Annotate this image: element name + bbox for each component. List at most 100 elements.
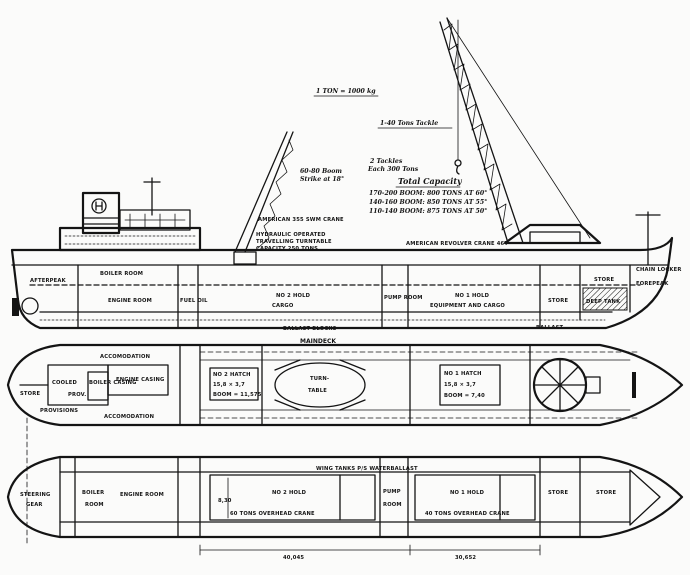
engine-room-label: ENGINE ROOM bbox=[108, 298, 152, 304]
turntable-arms bbox=[274, 359, 366, 411]
provisions-label: PROVISIONS bbox=[40, 408, 78, 414]
pump-sub-label: ROOM bbox=[383, 502, 402, 508]
large-crane-turntable bbox=[529, 231, 581, 244]
large-crane: AMERICAN REVOLVER CRANE 46T bbox=[406, 17, 602, 247]
hold-engine-room-label: ENGINE ROOM bbox=[120, 492, 164, 498]
hold2-label: NO 2 HOLD bbox=[276, 293, 311, 299]
maindeck-bow-marker bbox=[632, 372, 636, 398]
boiler-casing-box bbox=[87, 371, 109, 401]
maindeck-stores-label: STORE bbox=[20, 391, 40, 397]
small-crane-jib-a bbox=[244, 131, 294, 253]
steering-label-2: GEAR bbox=[26, 502, 43, 508]
length-hold2-label: 40,045 bbox=[283, 555, 304, 561]
profile-view: AMERICAN REVOLVER CRANE 46T AMERICAN 355… bbox=[10, 17, 682, 332]
funnel bbox=[81, 191, 121, 235]
hold-store-label: STORE bbox=[548, 490, 568, 496]
small-crane-jib-b bbox=[234, 131, 288, 253]
wing-tanks-label: WING TANKS P/S WATERBALLAST bbox=[316, 466, 418, 472]
hold-plan: WING TANKS P/S WATERBALLAST STEERING GEA… bbox=[6, 417, 684, 561]
large-crane-jib-a bbox=[446, 17, 524, 244]
boiler-room-label: BOILER ROOM bbox=[100, 271, 143, 277]
forepeak-label: FOREPEAK bbox=[636, 281, 669, 287]
boiler-sub-label: ROOM bbox=[85, 502, 104, 508]
pump-label: PUMP bbox=[383, 489, 401, 495]
afterpeak-label: AFTERPEAK bbox=[30, 278, 67, 284]
crane1-label: 40 TONS OVERHEAD CRANE bbox=[425, 511, 510, 517]
hold-store-fwd-label: STORE bbox=[596, 490, 616, 496]
deckhouse-bridge bbox=[119, 209, 191, 231]
deckhouse-lower bbox=[58, 226, 202, 252]
hold2-box bbox=[209, 474, 376, 521]
hydraulic-line-2: TRAVELLING TURNTABLE bbox=[256, 239, 332, 245]
pump-room-label: PUMP ROOM bbox=[384, 295, 423, 301]
store-mid-label: STORE bbox=[548, 298, 568, 304]
fuel-oil-label: FUEL OIL bbox=[180, 298, 208, 304]
hold1-label: NO 1 HOLD bbox=[455, 293, 490, 299]
turntable-label-2: TABLE bbox=[308, 388, 327, 394]
bridge-windows bbox=[124, 213, 186, 229]
store-label: STORE bbox=[594, 277, 614, 283]
fore-mast bbox=[635, 211, 661, 266]
engine-casing-box bbox=[107, 364, 169, 396]
length-dim-ticks bbox=[199, 544, 541, 556]
boom-1-strike-note: Strike at 18° bbox=[300, 176, 344, 183]
chain-locker-label: CHAIN LOCKER bbox=[636, 267, 682, 273]
capacity-row-2: 140-160 BOOM: 850 TONS AT 55° bbox=[369, 199, 487, 206]
hatch2-dims: 15,8 × 3,7 bbox=[213, 382, 245, 388]
crane-ring-spokes bbox=[533, 358, 587, 412]
hold-plan-hold1-label: NO 1 HOLD bbox=[450, 490, 485, 496]
hydraulic-line-1: HYDRAULIC OPERATED bbox=[256, 232, 326, 238]
ballast-blocks-label: BALLAST BLOCKS bbox=[283, 326, 337, 332]
capacity-title: Total Capacity bbox=[398, 176, 463, 186]
hold-plan-outline bbox=[6, 455, 684, 539]
top-notes: 1 TON = 1000 kg 1-40 Tons Tackle 60-80 B… bbox=[300, 88, 487, 215]
cooled-label: COOLED bbox=[52, 380, 77, 386]
profile-bulkheads bbox=[77, 264, 631, 329]
tackle-1-note: 1-40 Tons Tackle bbox=[380, 120, 438, 127]
large-crane-base bbox=[503, 223, 602, 245]
capacity-row-3: 110-140 BOOM: 875 TONS AT 50° bbox=[369, 208, 487, 215]
hatch1-box bbox=[439, 364, 501, 406]
capacity-row-1: 170-200 BOOM: 800 TONS AT 60° bbox=[369, 190, 487, 197]
hatch2-title: NO 2 HATCH bbox=[213, 372, 251, 378]
length-hold1-label: 30,652 bbox=[455, 555, 476, 561]
crane2-label: 60 TONS OVERHEAD CRANE bbox=[230, 511, 315, 517]
profile-hull bbox=[10, 236, 674, 330]
hold-plan-hold2-label: NO 2 HOLD bbox=[272, 490, 307, 496]
width-dim-label: 8,30 bbox=[218, 498, 232, 504]
tackle-2-sub-note: Each 300 Tons bbox=[367, 166, 419, 173]
engine-casing-label: ENGINE CASING bbox=[116, 377, 164, 383]
steering-label-1: STEERING bbox=[20, 492, 51, 498]
funnel-band bbox=[82, 217, 120, 225]
propeller-icon bbox=[21, 297, 39, 315]
maindeck-hatch-rails bbox=[199, 351, 641, 419]
ballast-label: BALLAST bbox=[536, 325, 564, 331]
small-crane-cab bbox=[233, 251, 257, 265]
ton-note: 1 TON = 1000 kg bbox=[316, 88, 376, 95]
maindeck-plan: MAINDECK ACCOMODATION ACCOMODATION STORE… bbox=[6, 338, 684, 427]
deep-tank-label: DEEP TANK bbox=[586, 299, 621, 305]
boiler-casing-label: BOILER CASING bbox=[89, 380, 137, 386]
large-crane-hook-tip bbox=[456, 165, 460, 175]
bow-triangle bbox=[629, 469, 661, 526]
maindeck-title: MAINDECK bbox=[300, 338, 336, 345]
turntable-icon bbox=[274, 362, 366, 408]
accommodation-top-label: ACCOMODATION bbox=[100, 354, 150, 360]
small-crane-lattice bbox=[257, 139, 294, 249]
boom-1-note: 60-80 Boom bbox=[300, 168, 342, 175]
superstructure bbox=[58, 177, 202, 252]
hold1-sub-label: EQUIPMENT AND CARGO bbox=[430, 303, 505, 309]
funnel-letter-h bbox=[95, 201, 103, 211]
accommodation-bottom-label: ACCOMODATION bbox=[104, 414, 154, 420]
large-crane-stay bbox=[446, 17, 591, 239]
maindeck-outline bbox=[6, 343, 684, 427]
rudder-icon bbox=[12, 298, 19, 316]
hatch2-boom: BOOM = 11,575 bbox=[213, 392, 262, 398]
hold1-box bbox=[414, 474, 536, 521]
boiler-label: BOILER bbox=[82, 490, 104, 496]
prov-label: PROV. bbox=[68, 392, 86, 398]
crane-ring-pivot bbox=[585, 376, 601, 394]
crane-big-label: AMERICAN REVOLVER CRANE 46T bbox=[406, 241, 508, 247]
